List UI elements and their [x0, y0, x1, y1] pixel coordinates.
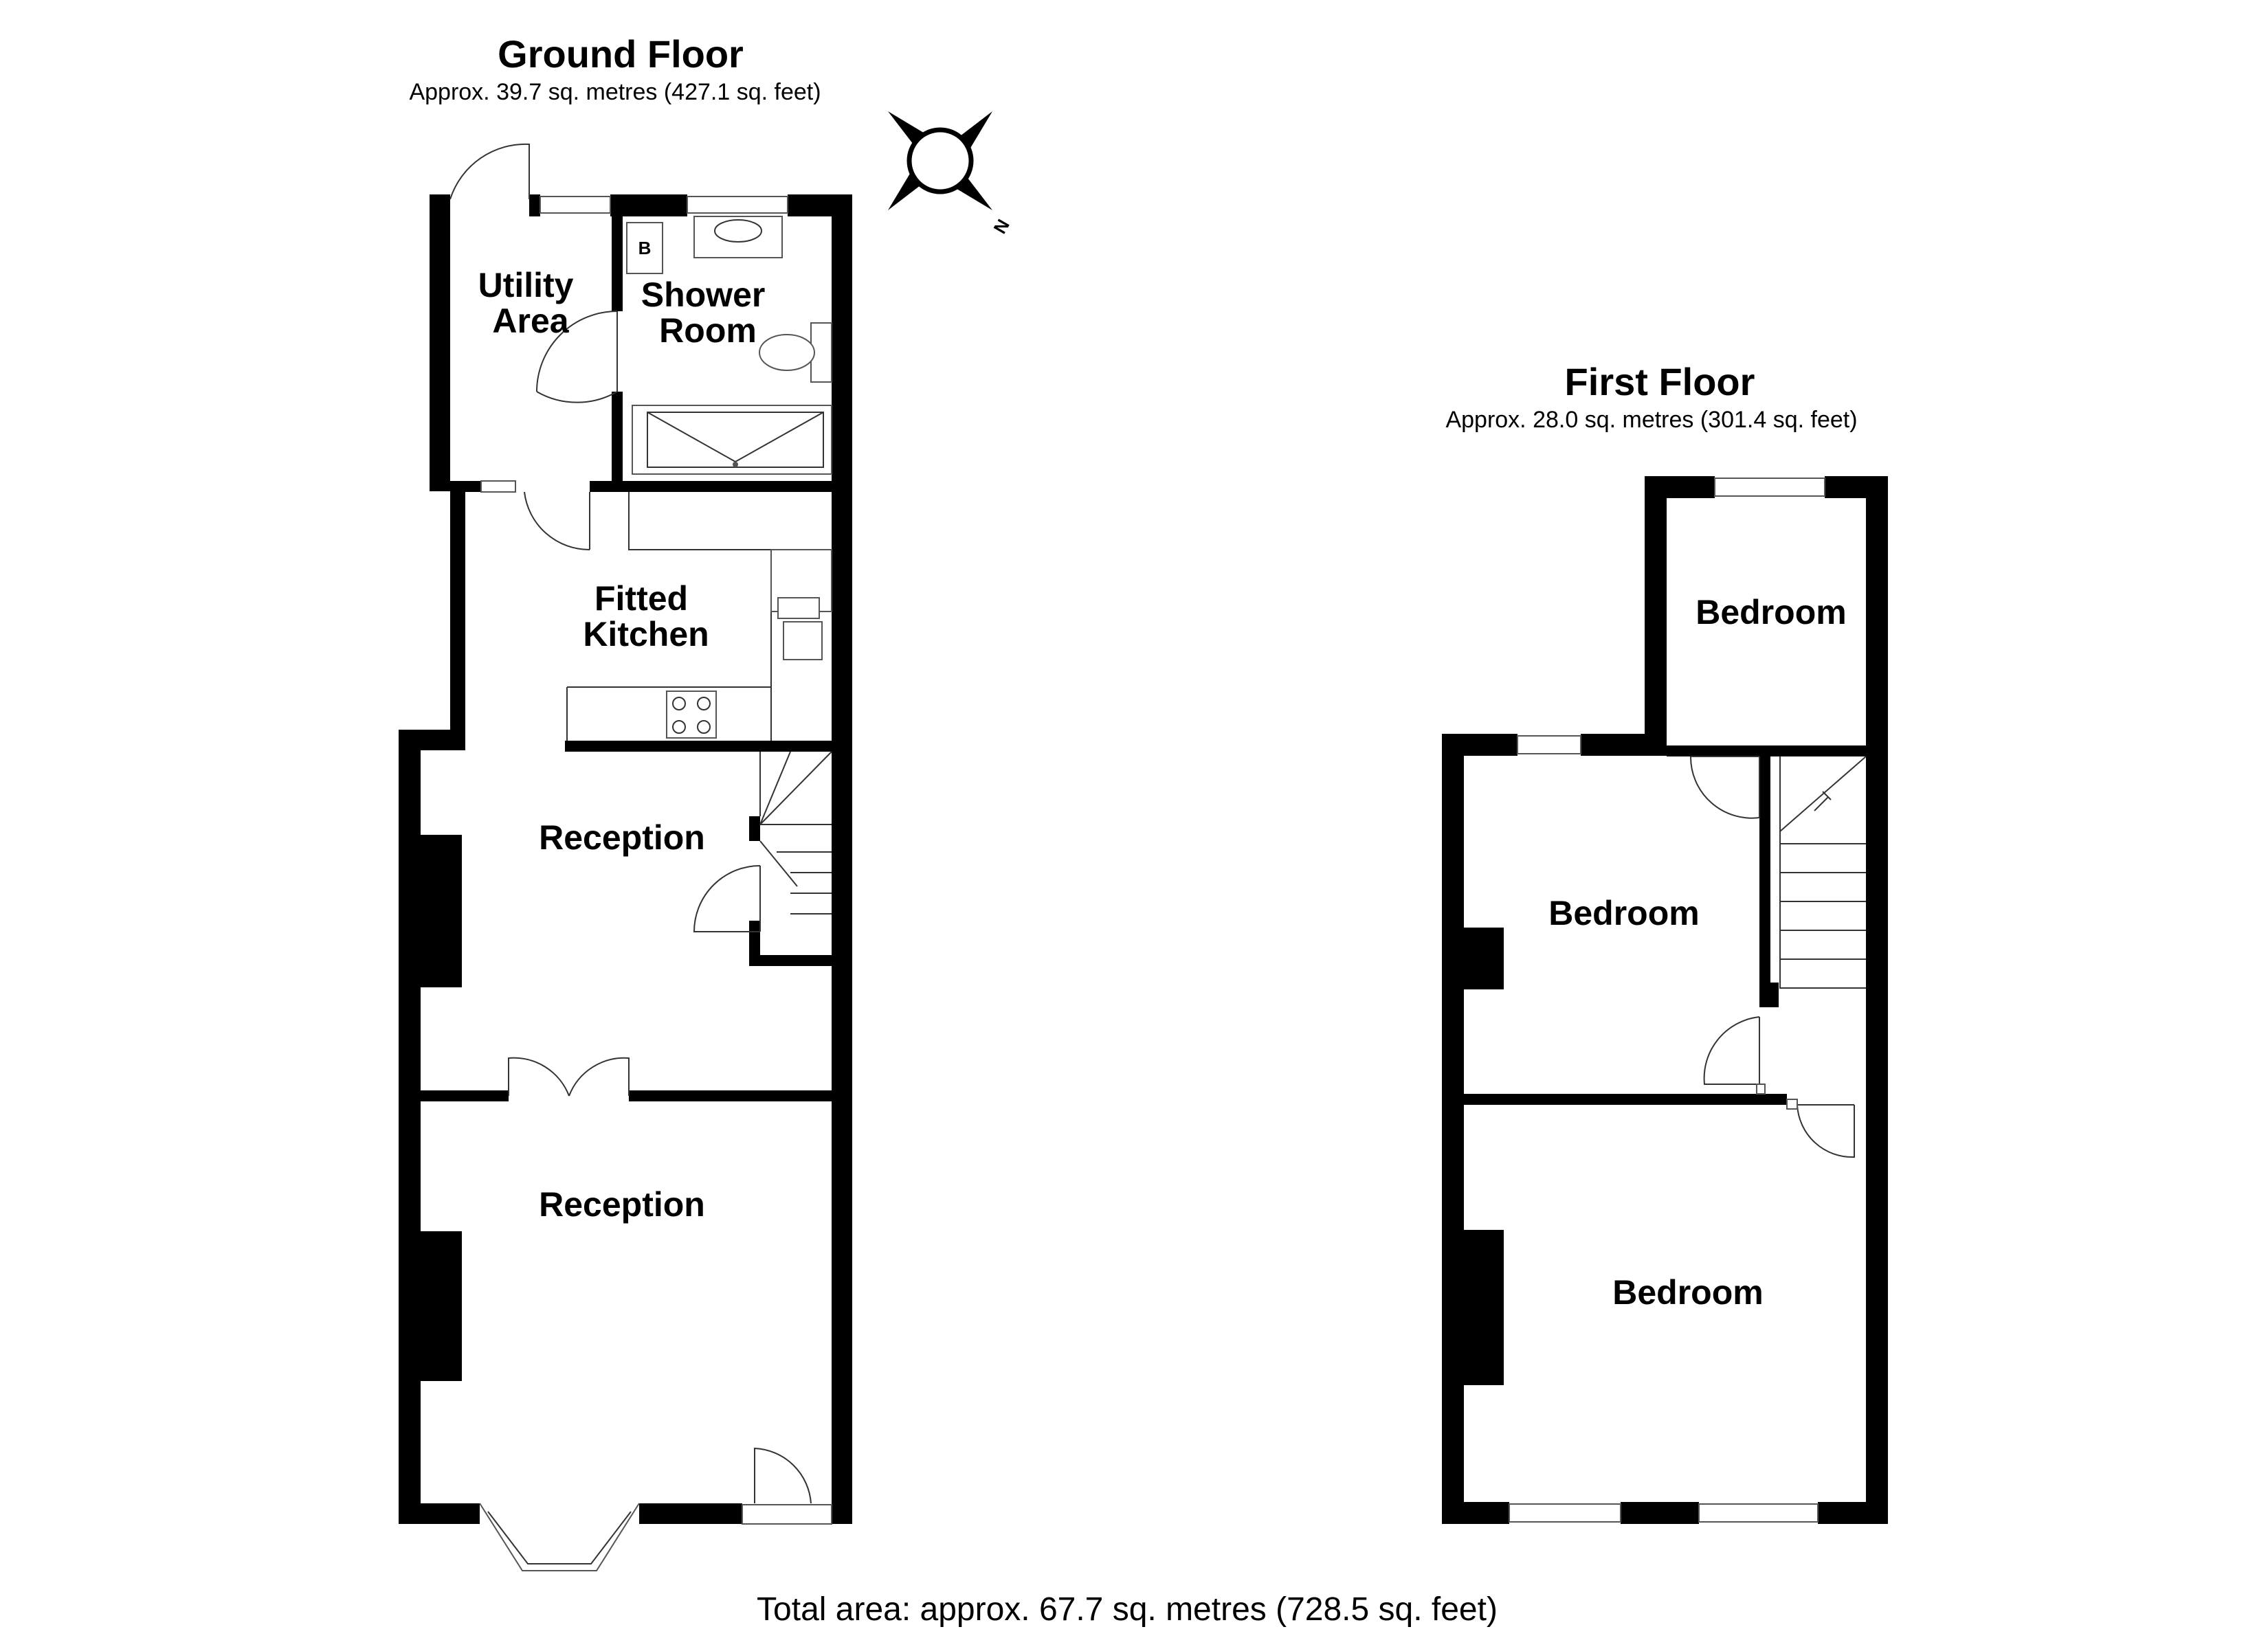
bedroom-middle-label: Bedroom: [1548, 894, 1699, 932]
utility-area-label-line2: Area: [492, 302, 569, 340]
fitted-kitchen-label-line1: Fitted: [594, 579, 688, 618]
bedroom-rear-label: Bedroom: [1696, 593, 1846, 631]
first-floor-area: Approx. 28.0 sq. metres (301.4 sq. feet): [1445, 407, 1857, 433]
boiler-label: B: [638, 238, 652, 258]
ground-floor-walls: [399, 194, 852, 1524]
reception-rear-label: Reception: [539, 818, 705, 857]
ground-floor-fittings: B: [449, 143, 832, 1571]
fitted-kitchen-label-line2: Kitchen: [583, 615, 709, 653]
first-floor-title: First Floor: [1565, 360, 1755, 403]
utility-area-label-line1: Utility: [478, 266, 574, 304]
fitted-kitchen-label: Fitted Kitchen: [583, 579, 709, 653]
ground-floor-title: Ground Floor: [498, 32, 744, 76]
reception-front-label: Reception: [539, 1185, 705, 1224]
shower-room-label-line1: Shower: [641, 276, 766, 314]
first-floor-fittings: [1509, 478, 1867, 1523]
north-label: N: [989, 216, 1013, 237]
shower-room-label-line2: Room: [659, 311, 757, 350]
total-area: Total area: approx. 67.7 sq. metres (728…: [757, 1591, 1498, 1628]
utility-area-label: Utility Area: [478, 266, 583, 340]
ground-floor-area: Approx. 39.7 sq. metres (427.1 sq. feet): [409, 79, 821, 105]
shower-room-label: Shower Room: [641, 276, 775, 350]
bedroom-front-label: Bedroom: [1612, 1273, 1763, 1312]
compass-rose-icon: [888, 111, 992, 210]
first-floor-walls: [1442, 476, 1888, 1524]
